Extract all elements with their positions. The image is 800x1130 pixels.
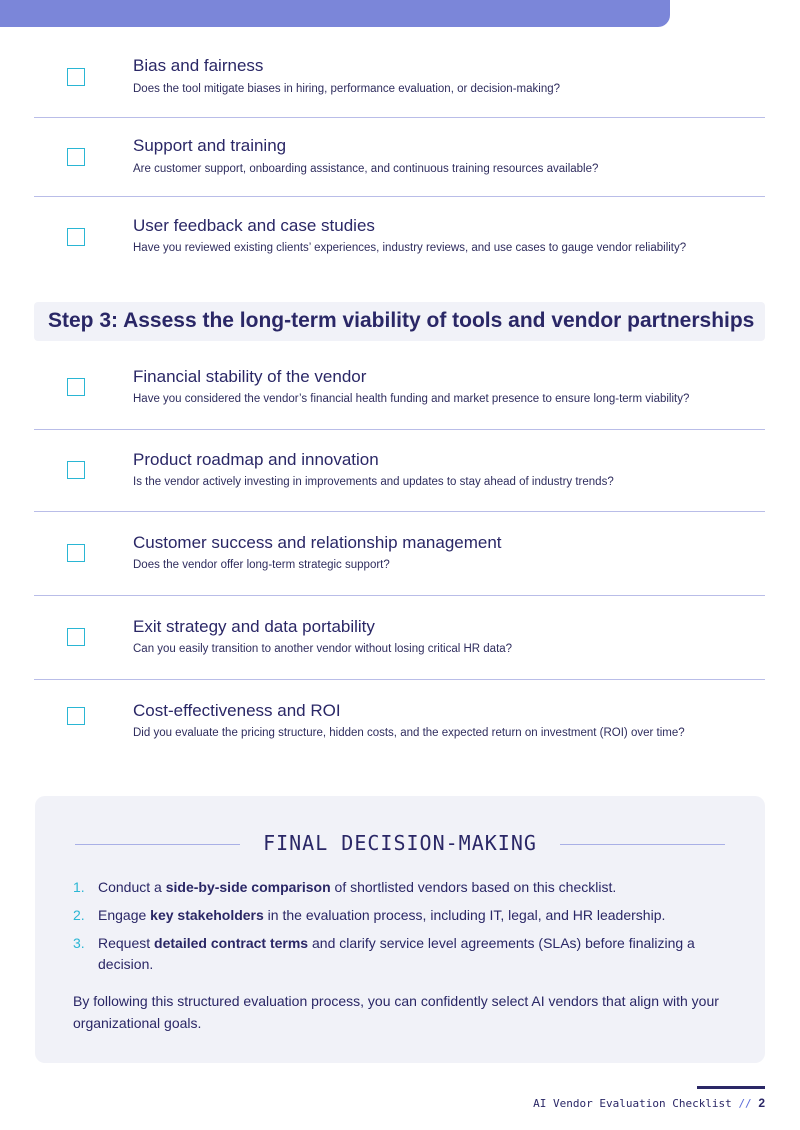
footer-separator: // (738, 1097, 752, 1110)
checkbox[interactable] (67, 378, 85, 396)
step-heading: Step 3: Assess the long-term viability o… (34, 302, 765, 341)
step-heading-text: Step 3: Assess the long-term viability o… (48, 309, 755, 332)
item-title: Financial stability of the vendor (133, 367, 367, 386)
list-item: 3. Request detailed contract terms and c… (73, 933, 733, 975)
footer-label: AI Vendor Evaluation Checklist (533, 1097, 732, 1110)
list-text: Request (98, 935, 155, 951)
divider (34, 429, 765, 430)
item-title: Exit strategy and data portability (133, 617, 375, 636)
item-description: Have you reviewed existing clients’ expe… (133, 242, 687, 254)
list-text: Engage (98, 907, 151, 923)
item-title: Support and training (133, 136, 287, 155)
item-title: Customer success and relationship manage… (133, 533, 502, 552)
checkbox[interactable] (67, 461, 85, 479)
title-rule-left (75, 844, 240, 845)
final-title: FINAL DECISION-MAKING (263, 831, 537, 855)
list-emphasis: side-by-side comparison (165, 879, 331, 895)
footer-accent-bar (697, 1086, 765, 1089)
list-emphasis: detailed contract terms (154, 935, 309, 951)
header-accent-bar (0, 0, 670, 27)
list-item: 1. Conduct a side-by-side comparison of … (73, 877, 733, 898)
checkbox[interactable] (67, 707, 85, 725)
checkbox[interactable] (67, 228, 85, 246)
item-title: Cost-effectiveness and ROI (133, 701, 341, 720)
item-description: Did you evaluate the pricing structure, … (133, 727, 685, 739)
list-text: and clarify service level agreements (SL… (98, 935, 695, 972)
item-description: Can you easily transition to another ven… (133, 643, 513, 655)
list-item: 2. Engage key stakeholders in the evalua… (73, 905, 733, 926)
checkbox[interactable] (67, 628, 85, 646)
item-title: Bias and fairness (133, 56, 264, 75)
final-steps-list: 1. Conduct a side-by-side comparison of … (73, 877, 733, 982)
item-description: Have you considered the vendor’s financi… (133, 393, 690, 405)
list-text: of shortlisted vendors based on this che… (330, 879, 617, 895)
divider (34, 511, 765, 512)
page-number: 2 (758, 1096, 765, 1110)
list-emphasis: key stakeholders (150, 907, 264, 923)
checkbox[interactable] (67, 68, 85, 86)
title-rule-right (560, 844, 725, 845)
divider (34, 679, 765, 680)
divider (34, 196, 765, 197)
closing-paragraph: By following this structured evaluation … (73, 993, 719, 1031)
list-number: 2. (73, 907, 85, 923)
item-description: Does the vendor offer long-term strategi… (133, 559, 390, 571)
footer: AI Vendor Evaluation Checklist // 2 (533, 1096, 765, 1110)
divider (34, 117, 765, 118)
item-title: User feedback and case studies (133, 216, 375, 235)
item-title: Product roadmap and innovation (133, 450, 379, 469)
checkbox[interactable] (67, 148, 85, 166)
item-description: Is the vendor actively investing in impr… (133, 476, 614, 488)
list-text: in the evaluation process, including IT,… (263, 907, 666, 923)
list-text: Conduct a (98, 879, 166, 895)
list-number: 1. (73, 879, 85, 895)
divider (34, 595, 765, 596)
final-decision-panel: FINAL DECISION-MAKING 1. Conduct a side-… (35, 796, 765, 1063)
item-description: Does the tool mitigate biases in hiring,… (133, 83, 561, 95)
item-description: Are customer support, onboarding assista… (133, 163, 599, 175)
list-number: 3. (73, 935, 85, 951)
checkbox[interactable] (67, 544, 85, 562)
